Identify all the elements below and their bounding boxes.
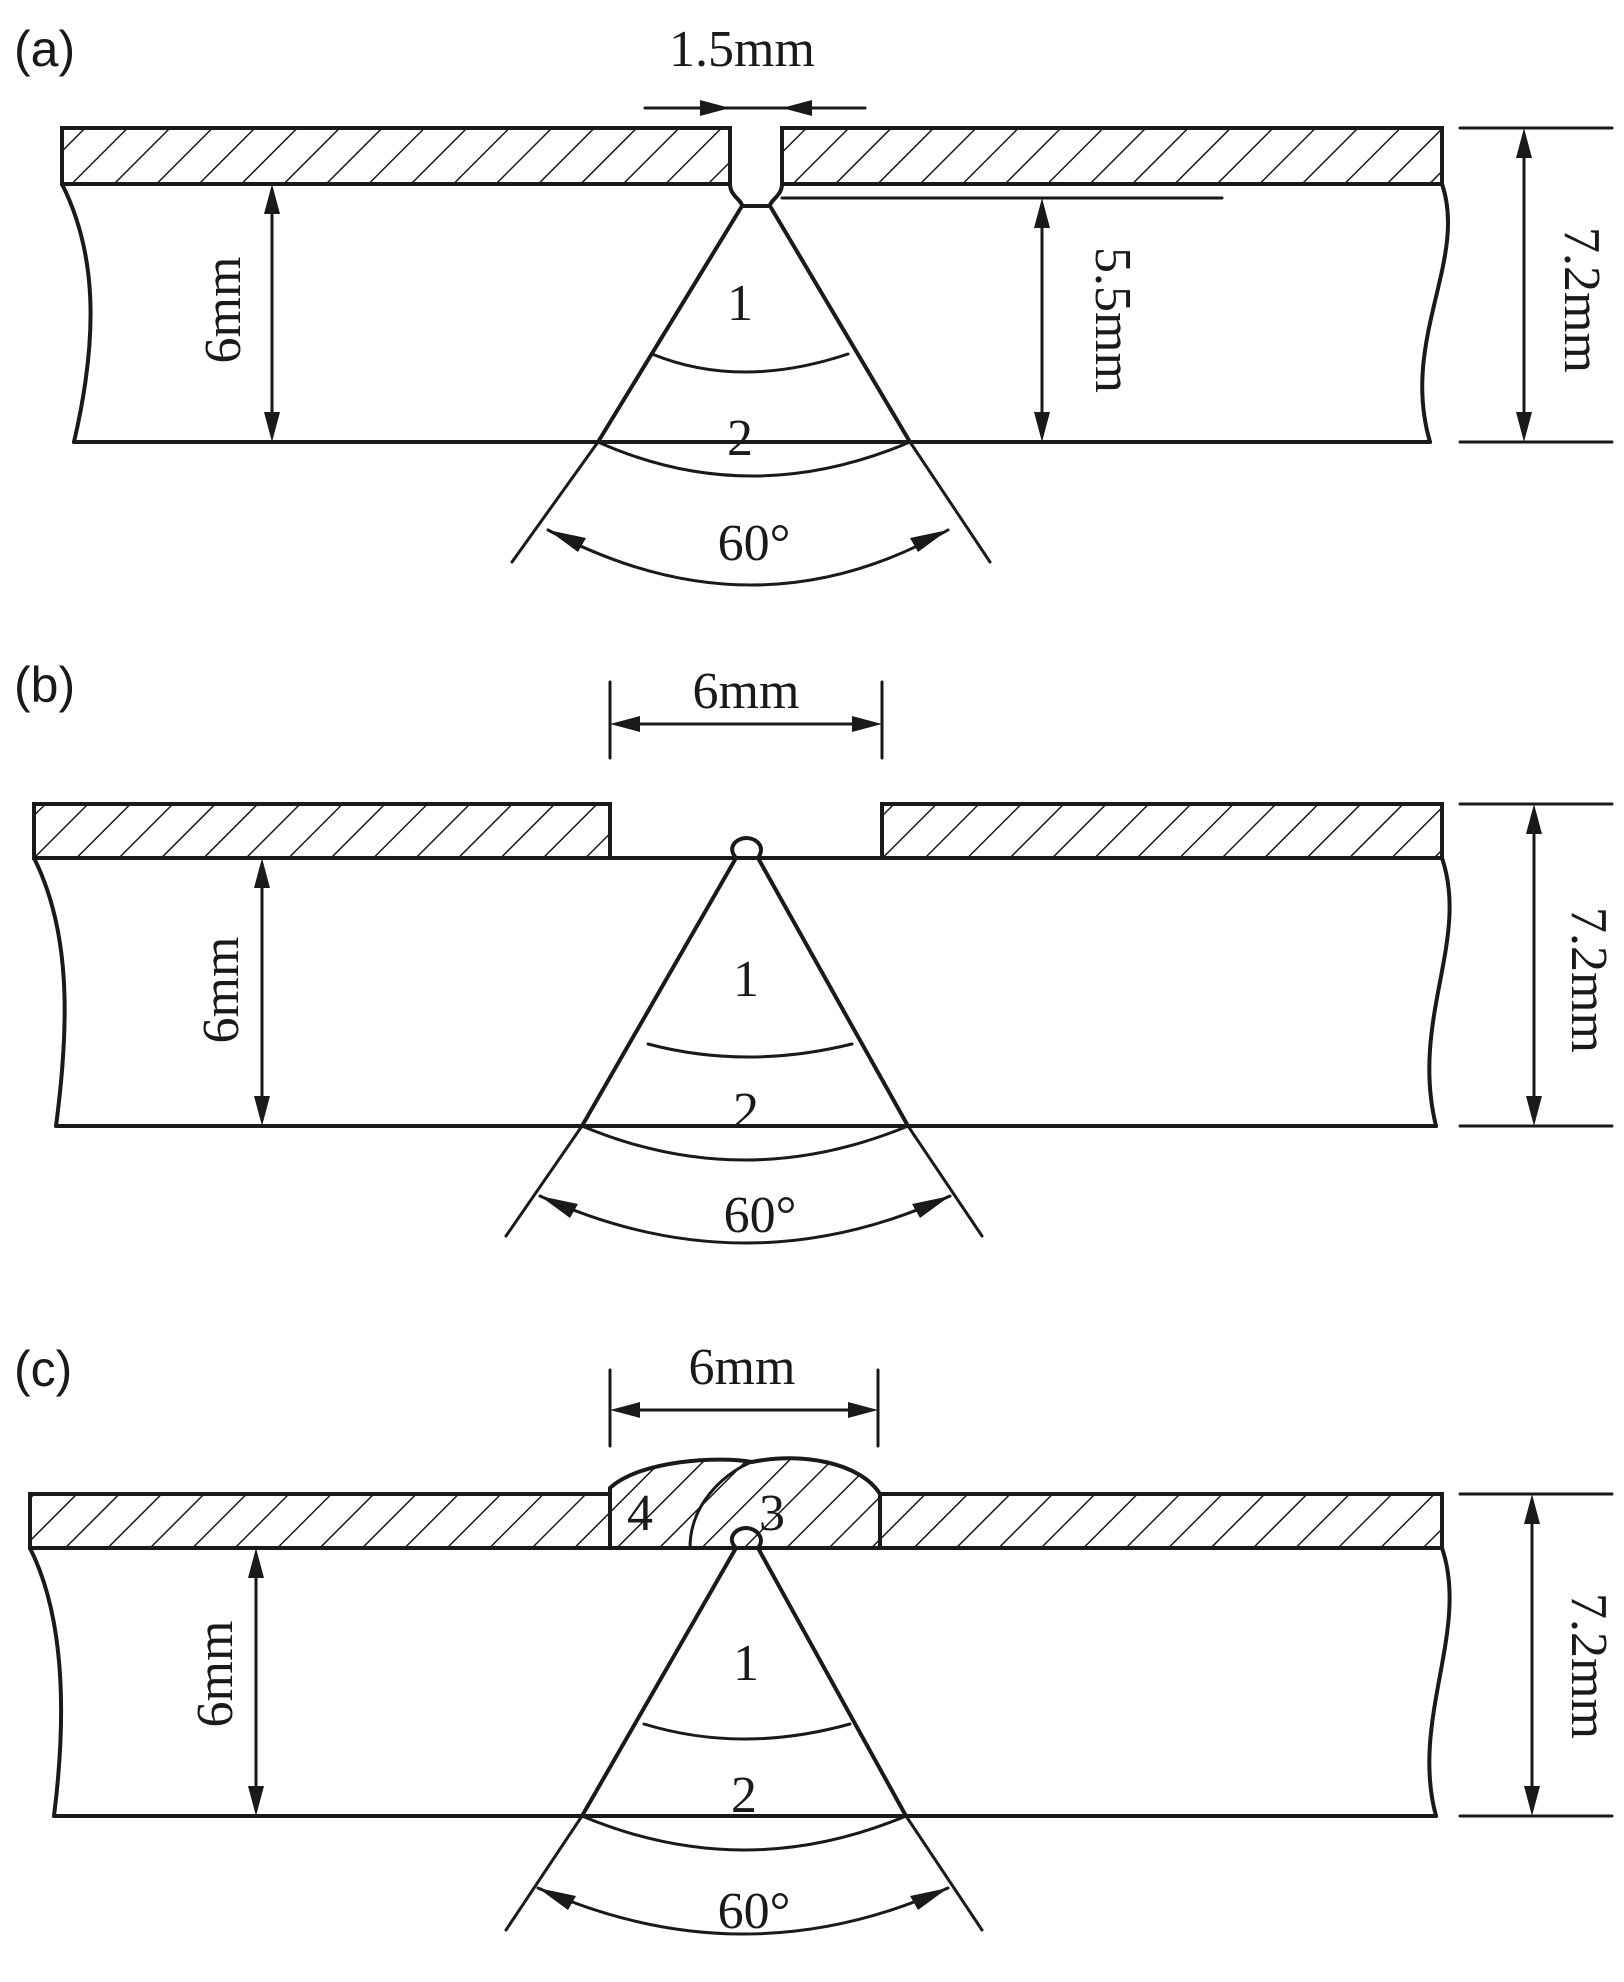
pass-3-label: 3 [759, 1485, 785, 1542]
plate-thickness-label: 6mm [187, 1621, 244, 1728]
pass-divider [650, 352, 850, 374]
angle-arrow-left [540, 1196, 578, 1218]
panel-a-label: (a) [14, 21, 75, 77]
plate-arrow-bottom [264, 412, 280, 442]
angle-arrow-left [548, 530, 586, 552]
angle-ext-left [504, 1124, 584, 1238]
plate-arrow-top [254, 858, 270, 888]
plate-arrow-bottom [248, 1786, 264, 1816]
plate-arrow-top [248, 1548, 264, 1578]
root-depth-arrow-top [1034, 198, 1050, 228]
gap-arrow-right [782, 100, 812, 116]
pass-divider [642, 1722, 852, 1741]
cover-plate-left [28, 1492, 612, 1550]
base-plate-left-edge [60, 182, 93, 444]
total-thickness-label: 7.2mm [1553, 227, 1610, 373]
panel-b-label: (b) [14, 657, 75, 713]
pass-4-label: 4 [627, 1485, 653, 1542]
gap-label: 1.5mm [669, 21, 815, 78]
total-arrow-top [1516, 128, 1532, 158]
base-plate-right-edge [1420, 182, 1451, 444]
gap-arrow-right [848, 1402, 878, 1418]
angle-label: 60° [718, 1883, 791, 1940]
total-thickness-label: 7.2mm [1560, 1593, 1617, 1739]
gap-label: 6mm [689, 1339, 796, 1396]
panel-a: (a) 1 2 1.5mm 5.5mm 6mm [14, 21, 1614, 587]
plate-arrow-top [264, 184, 280, 214]
total-arrow-top [1524, 1494, 1540, 1524]
base-plate-right-edge [1427, 856, 1452, 1128]
angle-ext-left [510, 440, 600, 564]
groove-right-wall [730, 836, 910, 1128]
pass-divider [646, 1042, 854, 1059]
angle-arrow-right [910, 530, 948, 552]
cover-plate-left [32, 802, 612, 860]
pass-2-label: 2 [731, 1767, 757, 1824]
groove-right-wall [729, 1526, 908, 1818]
pass-1-label: 1 [733, 951, 759, 1008]
gap-arrow-left [610, 716, 640, 732]
total-arrow-top [1526, 804, 1542, 834]
total-arrow-bottom [1526, 1096, 1542, 1126]
base-plate-left-edge [28, 1546, 64, 1818]
plate-thickness-label: 6mm [193, 937, 250, 1044]
total-thickness-label: 7.2mm [1560, 907, 1617, 1053]
plate-thickness-label: 6mm [195, 257, 252, 364]
root-depth-label: 5.5mm [1084, 247, 1141, 393]
angle-arc [536, 1886, 950, 1936]
angle-ext-right [906, 1124, 984, 1238]
weld-cap-bottom [580, 1124, 910, 1162]
total-arrow-bottom [1524, 1786, 1540, 1816]
pass-3-4-boundary [688, 1460, 754, 1550]
pass-1-label: 1 [733, 1635, 759, 1692]
weld-cap-bottom [596, 440, 912, 478]
angle-arrow-left [538, 1888, 576, 1910]
angle-ext-right [904, 1814, 984, 1932]
panel-c: (c) 4 3 1 2 6mm 6mm 7.2m [14, 1339, 1617, 1940]
base-plate-right-edge [1427, 1546, 1452, 1818]
panel-b: (b) 1 2 6mm 6mm 7.2mm [14, 657, 1617, 1245]
cover-plate-right [780, 126, 1444, 186]
cover-plate-right [878, 1492, 1444, 1550]
total-arrow-bottom [1516, 412, 1532, 442]
gap-label: 6mm [693, 663, 800, 720]
plate-arrow-bottom [254, 1096, 270, 1126]
cover-plate-left [60, 126, 732, 186]
gap-arrow-right [852, 716, 882, 732]
angle-ext-right [908, 440, 992, 564]
pass-1-label: 1 [727, 275, 753, 332]
angle-arrow-right [912, 1196, 950, 1218]
angle-label: 60° [724, 1187, 797, 1244]
angle-arc [538, 1194, 952, 1245]
angle-arc [546, 528, 950, 587]
gap-arrow-left [700, 100, 730, 116]
angle-label: 60° [718, 515, 791, 572]
gap-arrow-left [610, 1402, 640, 1418]
groove-left-wall [580, 1546, 738, 1818]
root-depth-arrow-bottom [1034, 412, 1050, 442]
angle-arrow-right [910, 1888, 948, 1910]
pass-2-label: 2 [733, 1083, 759, 1140]
cover-plate-right [880, 802, 1444, 860]
angle-ext-left [504, 1814, 584, 1932]
weld-cap-bottom [580, 1814, 908, 1852]
panel-c-label: (c) [14, 1341, 72, 1397]
groove-left-wall [580, 856, 738, 1128]
pass-2-label: 2 [727, 410, 753, 467]
base-plate-left-edge [32, 856, 67, 1128]
